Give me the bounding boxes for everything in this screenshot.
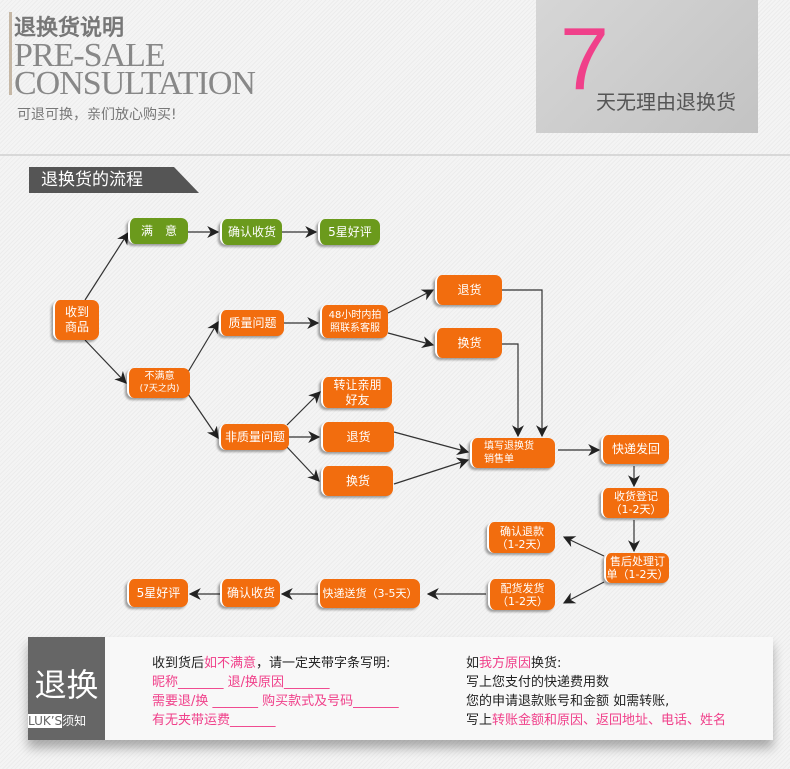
highlight: 转账金额和原因、返回地址、电话、姓名 [492, 713, 727, 728]
subtitle: 可退可换，亲们放心购买! [17, 107, 177, 123]
node-return-quality: 退货 [435, 275, 502, 305]
badge-panel [536, 0, 758, 133]
register-time: （1-2天） [610, 503, 662, 516]
english-title-1: PRE-SALE [14, 37, 166, 74]
node-ship-back: 快递发回 [601, 435, 669, 464]
node-satisfied: 满 意 [128, 218, 188, 244]
refund-time: （1-2天） [496, 537, 548, 551]
node-return-nonquality: 退货 [321, 422, 394, 452]
brand-name: LUK’S [28, 714, 63, 728]
node-after-sale: 售后处理订单（1-2天） [604, 553, 669, 583]
node-unsatisfied: 不满意 (7天之内) [127, 368, 190, 398]
node-transfer: 转让亲朋好友 [321, 377, 392, 408]
title-accent-bar [9, 12, 12, 95]
unsatisfied-note: (7天之内) [139, 384, 180, 394]
refund-label: 确认退款 [500, 524, 544, 538]
badge-text: 天无理由退换货 [596, 90, 736, 114]
left-line-2: 昵称_______ 退/换原因_______ [152, 675, 330, 690]
english-title-2: CONSULTATION [14, 65, 256, 102]
right-line-2: 写上您支付的快递费用数 [466, 675, 610, 690]
node-exchange-nonquality: 换货 [321, 466, 393, 496]
node-confirm-receipt-2: 确认收货 [220, 579, 280, 607]
left-line-1: 收到货后如不满意，请一定夹带字条写明: [152, 654, 399, 673]
dispatch-time: （1-2天） [497, 594, 548, 608]
node-received: 收到商品 [53, 300, 99, 340]
notice-right: 如我方原因换货: 写上您支付的快递费用数 您的申请退款账号和金额 如需转账, 写… [466, 654, 726, 730]
text: 换货: [531, 656, 562, 671]
left-line-4: 有无夹带运费_______ [152, 713, 276, 728]
notice-big-title: 退换 [34, 666, 99, 704]
page-title: 退换货说明 [14, 16, 125, 41]
highlight: 我方原因 [479, 656, 532, 671]
node-exchange-quality: 换货 [435, 328, 502, 358]
left-line-3: 需要退/换 _______ 购买款式及号码_______ [152, 694, 399, 709]
notice-word: 须知 [62, 714, 87, 728]
divider [0, 154, 790, 156]
unsatisfied-label: 不满意 [144, 371, 175, 382]
flow-arrows [84, 226, 640, 604]
dispatch-label: 配货发货 [500, 581, 545, 595]
highlight: 如不满意 [204, 656, 257, 671]
register-label: 收货登记 [614, 490, 658, 503]
right-line-4: 写上转账金额和原因、返回地址、电话、姓名 [466, 711, 726, 730]
node-confirm-refund: 确认退款（1-2天） [487, 522, 555, 553]
notice-small-title: LUK’S须知 [28, 712, 86, 729]
node-dispatch: 配货发货（1-2天） [488, 579, 555, 610]
right-line-3: 您的申请退款账号和金额 如需转账, [466, 694, 670, 709]
text: 收到货后 [152, 656, 205, 671]
text: 写上 [466, 713, 493, 728]
node-confirm-receipt: 确认收货 [220, 219, 282, 245]
notice-panel [28, 637, 773, 740]
node-register: 收货登记（1-2天） [601, 488, 669, 518]
node-five-star-2: 5星好评 [127, 579, 188, 607]
notice-left: 收到货后如不满意，请一定夹带字条写明: 昵称_______ 退/换原因_____… [152, 654, 399, 730]
text: 如 [466, 656, 480, 671]
node-five-star: 5星好评 [318, 219, 380, 245]
node-non-quality: 非质量问题 [219, 424, 289, 450]
badge-number: 7 [560, 9, 609, 108]
node-contact-48h: 48小时内拍照联系客服 [320, 305, 388, 338]
section-title: 退换货的流程 [29, 167, 199, 193]
node-quality-issue: 质量问题 [219, 310, 284, 336]
node-fill-form: 填写退换货销售单 [470, 438, 555, 468]
node-deliver: 快递送货（3-5天） [318, 579, 420, 608]
text: ，请一定夹带字条写明: [256, 656, 391, 671]
right-line-1: 如我方原因换货: [466, 654, 726, 673]
